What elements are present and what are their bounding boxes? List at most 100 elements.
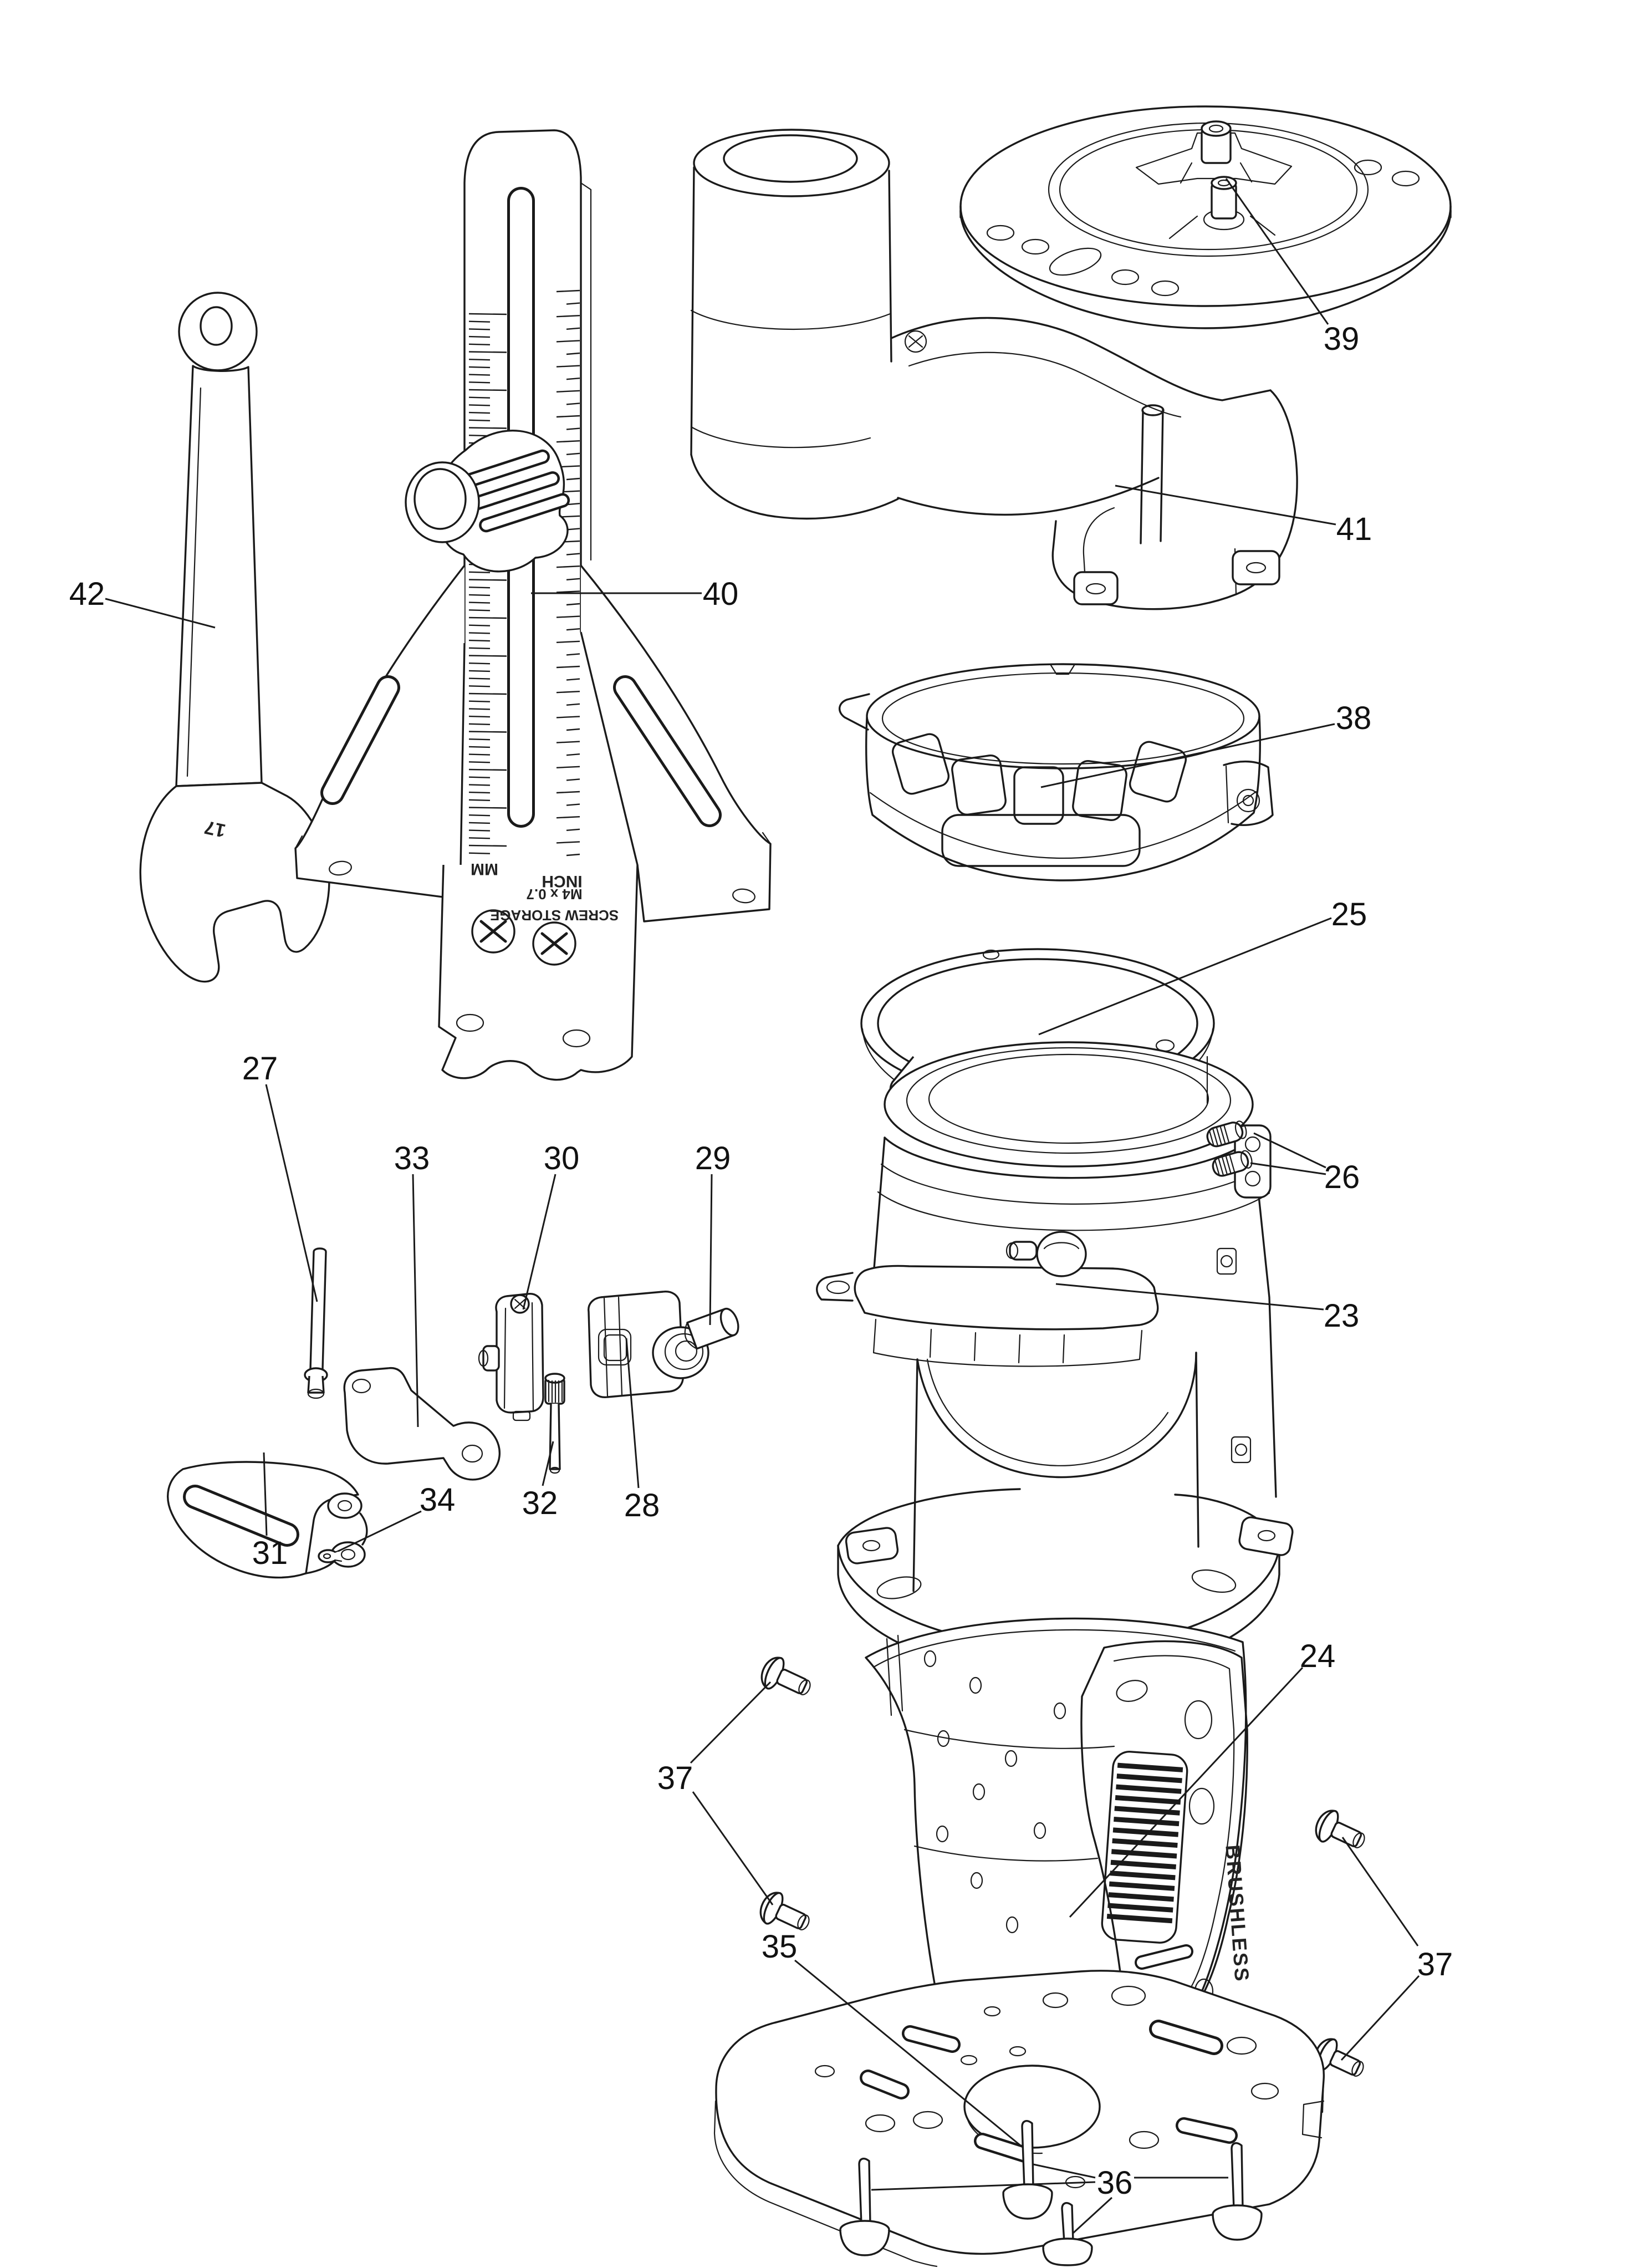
part-26-pins: [1206, 1120, 1253, 1177]
callout-leader-38: [1040, 723, 1335, 788]
tick-mark: [1112, 1827, 1179, 1837]
tick-mark: [468, 700, 491, 702]
callout-29: 29: [695, 1140, 731, 1176]
callout-26: 26: [1324, 1159, 1360, 1195]
tick-mark: [556, 289, 580, 293]
tick-mark: [556, 315, 580, 318]
tick-mark: [566, 553, 580, 555]
callout-30: 30: [544, 1140, 580, 1176]
callout-35: 35: [762, 1929, 798, 1965]
tick-mark: [468, 814, 491, 817]
tick-mark: [468, 662, 491, 665]
callout-leader-24: [1069, 1666, 1304, 1918]
tick-mark: [1116, 1773, 1182, 1783]
scale-mm-label: MM: [471, 860, 498, 878]
tick-mark: [468, 852, 491, 854]
tick-mark: [468, 571, 491, 573]
callout-25: 25: [1331, 896, 1367, 932]
callout-38: 38: [1336, 700, 1372, 736]
part-24-dust-shield: BRUSHLESS: [865, 1617, 1254, 2025]
tick-mark: [566, 378, 580, 380]
stored-screw: [532, 921, 576, 966]
tick-mark: [468, 829, 491, 832]
tick-mark: [468, 427, 507, 429]
callout-34: 34: [420, 1482, 456, 1518]
tick-mark: [566, 352, 580, 355]
tick-mark: [566, 402, 580, 405]
part-32-knurled-pin: [544, 1373, 565, 1474]
tick-mark: [468, 647, 491, 649]
tick-mark: [556, 691, 580, 694]
tick-mark: [566, 728, 580, 731]
tick-mark: [468, 351, 507, 353]
tick-mark: [556, 841, 580, 844]
callout-27: 27: [242, 1051, 278, 1087]
callout-41: 41: [1336, 511, 1372, 547]
callout-36: 36: [1097, 2165, 1133, 2201]
callout-42: 42: [69, 576, 105, 612]
tick-mark: [566, 753, 580, 756]
tick-mark: [468, 844, 507, 847]
callout-leader-33: [412, 1174, 419, 1428]
callout-layer: 2324252627282930313233343536373738394041…: [69, 178, 1453, 2234]
tick-mark: [566, 628, 580, 631]
part-40-depth-guide: MM INCH M4 x 0.7 SCREW STORAGE: [294, 129, 772, 1081]
tick-mark: [556, 565, 580, 568]
tick-mark: [468, 359, 491, 361]
callout-leader-26: [1253, 1132, 1326, 1169]
callout-24: 24: [1300, 1638, 1336, 1674]
callout-28: 28: [624, 1487, 660, 1523]
tick-mark: [566, 578, 580, 580]
part-38-collar: [839, 663, 1274, 881]
callout-leader-36: [871, 2181, 1096, 2191]
tick-mark: [1110, 1871, 1176, 1880]
callout-37: 37: [657, 1760, 693, 1796]
tick-mark: [566, 778, 580, 781]
tick-mark: [566, 427, 580, 430]
tick-mark: [556, 590, 580, 593]
tick-mark: [1112, 1838, 1178, 1848]
brushless-label: BRUSHLESS: [1221, 1844, 1253, 1983]
tick-mark: [566, 803, 580, 806]
part-30-latch: [478, 1293, 544, 1421]
tick-mark: [566, 528, 580, 531]
tick-mark: [556, 716, 580, 718]
tick-mark: [556, 816, 580, 819]
tick-mark: [1111, 1849, 1177, 1859]
tick-mark: [566, 703, 580, 706]
tick-mark: [468, 624, 491, 626]
part-36-screws: [839, 2120, 1263, 2266]
part-42-wrench: 17: [139, 292, 330, 983]
tick-mark: [566, 603, 580, 606]
part-41-arm-assembly: [690, 129, 1298, 610]
tick-mark: [468, 366, 491, 369]
tick-mark: [566, 853, 580, 857]
tick-mark: [468, 419, 491, 421]
tick-mark: [468, 343, 491, 345]
callout-23: 23: [1324, 1298, 1360, 1334]
part-29-cylinder: [684, 1307, 739, 1350]
part-33-cam-lever: [343, 1367, 501, 1481]
tick-mark: [468, 768, 507, 771]
base-plate-holes: [814, 1985, 1279, 2189]
callout-leader-42: [105, 598, 216, 629]
screw-storage-size-label: M4 x 0.7: [526, 886, 582, 903]
tick-mark: [468, 411, 491, 414]
callout-33: 33: [394, 1140, 430, 1176]
callout-leader-37: [690, 1681, 772, 1764]
callout-39: 39: [1324, 321, 1360, 357]
part-34-e-clip: [318, 1549, 343, 1563]
callout-40: 40: [703, 576, 739, 612]
part-28-guide-block: [588, 1291, 709, 1398]
tick-mark: [468, 723, 491, 725]
tick-mark: [556, 440, 580, 443]
vent-grille: [1101, 1750, 1188, 1944]
callout-leader-30: [522, 1174, 557, 1310]
tick-mark: [556, 615, 580, 618]
tick-mark: [1109, 1881, 1175, 1891]
post-upper: [1180, 120, 1253, 184]
callout-37: 37: [1417, 1946, 1453, 1982]
tick-mark: [556, 640, 580, 643]
part-37-screws: [759, 1657, 1365, 2077]
part-39-sub-base: [959, 105, 1452, 329]
